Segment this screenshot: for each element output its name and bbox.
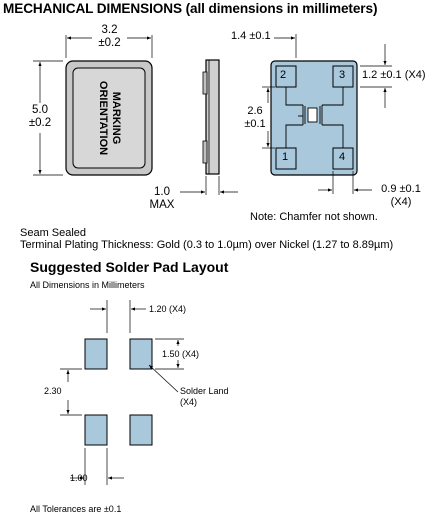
pin-1-label: 1 bbox=[282, 151, 289, 163]
page-title: MECHANICAL DIMENSIONS (all dimensions in… bbox=[3, 1, 378, 16]
solder-pad-layout bbox=[60, 300, 184, 485]
chamfer-note: Note: Chamfer not shown. bbox=[250, 211, 378, 223]
solder-layout-title: Suggested Solder Pad Layout bbox=[30, 259, 229, 275]
width-dimension: 3.2 ±0.2 bbox=[92, 24, 127, 50]
package-top-view bbox=[33, 35, 153, 176]
marking-orientation: MARKING ORIENTATION bbox=[96, 81, 122, 155]
pin-2-label: 2 bbox=[280, 69, 287, 81]
pad-width-dimension: 0.9 ±0.1 (X4) bbox=[372, 183, 430, 209]
tolerance-note: All Tolerances are ±0.1 bbox=[30, 504, 122, 514]
width-tolerance: ±0.2 bbox=[98, 37, 121, 49]
pad-spacing-vertical: 2.30 bbox=[44, 386, 62, 396]
package-bottom-view bbox=[262, 34, 392, 194]
pad-width-label: 1.00 bbox=[70, 473, 88, 483]
height-dimension: 5.0 ±0.2 bbox=[22, 104, 58, 130]
seam-note: Seam Sealed bbox=[20, 227, 87, 239]
thickness-value: 1.0 bbox=[154, 186, 170, 198]
pad-pitch-vertical: 2.6 ±0.1 bbox=[240, 105, 270, 131]
pad-width-value: 0.9 ±0.1 bbox=[381, 183, 421, 195]
pad-pitch-horizontal: 1.4 ±0.1 bbox=[231, 30, 271, 42]
pad-height-dimension: 1.2 ±0.1 (X4) bbox=[362, 69, 426, 81]
pad-size-vertical: 1.50 (X4) bbox=[162, 349, 200, 359]
solder-land-count: (X4) bbox=[180, 397, 198, 407]
height-value: 5.0 bbox=[32, 104, 48, 116]
thickness-label: MAX bbox=[149, 199, 175, 211]
solder-land-text: Solder Land bbox=[180, 386, 229, 396]
width-value: 3.2 bbox=[101, 24, 118, 36]
pin-3-label: 3 bbox=[339, 69, 346, 81]
marking-line-1: MARKING bbox=[110, 91, 122, 145]
pad-width-count: (X4) bbox=[390, 196, 412, 208]
thickness-dimension: 1.0 MAX bbox=[142, 186, 182, 212]
pad-pitch-vertical-tolerance: ±0.1 bbox=[244, 118, 266, 130]
solder-layout-subtitle: All Dimensions in Millimeters bbox=[30, 280, 145, 290]
pad-pitch-vertical-value: 2.6 bbox=[247, 105, 263, 117]
pad-spacing-horizontal: 1.20 (X4) bbox=[149, 304, 187, 314]
marking-line-2: ORIENTATION bbox=[97, 80, 109, 156]
package-side-view bbox=[180, 59, 238, 195]
plating-note: Terminal Plating Thickness: Gold (0.3 to… bbox=[20, 239, 394, 251]
height-tolerance: ±0.2 bbox=[28, 117, 52, 129]
solder-land-label: Solder Land (X4) bbox=[180, 386, 229, 408]
pin-4-label: 4 bbox=[339, 151, 346, 163]
